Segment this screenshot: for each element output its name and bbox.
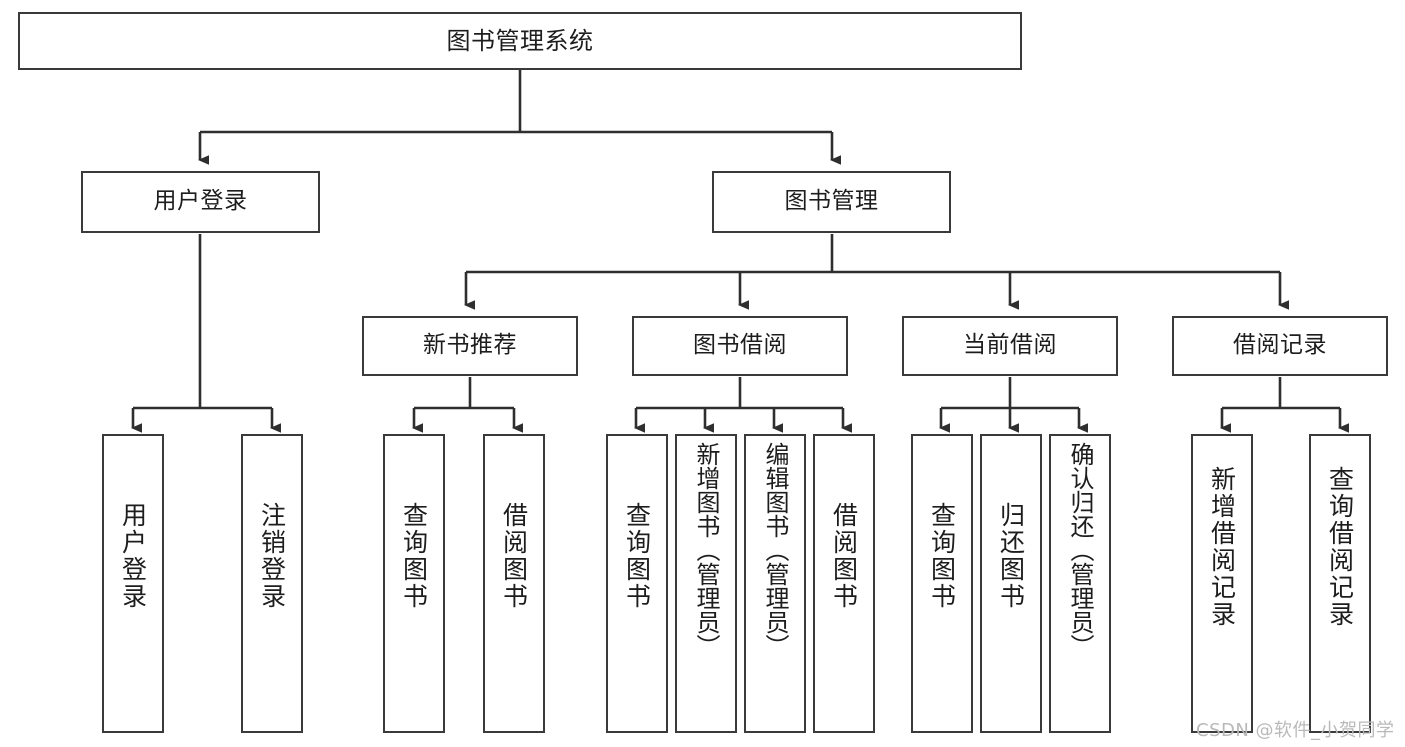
leaf-add-book[interactable]: 新增图书（管理员） [675, 434, 737, 733]
leaf-add-borrow-record[interactable]: 新增借阅记录 [1191, 434, 1253, 733]
node-new-book-recommend[interactable]: 新书推荐 [362, 316, 578, 376]
node-root-book-management-system[interactable]: 图书管理系统 [18, 12, 1022, 70]
node-label: 归还图书 [996, 502, 1026, 610]
node-label: 借阅记录 [1233, 332, 1327, 359]
leaf-logout-login[interactable]: 注销登录 [241, 434, 303, 733]
node-label: 用户登录 [153, 188, 248, 215]
node-label: 新增图书（管理员） [692, 442, 720, 658]
node-label: 图书管理系统 [446, 26, 594, 55]
leaf-query-book-current[interactable]: 查询图书 [911, 434, 973, 733]
node-book-management[interactable]: 图书管理 [712, 171, 951, 233]
node-label: 图书管理 [784, 188, 879, 215]
leaf-query-borrow-record[interactable]: 查询借阅记录 [1309, 434, 1371, 733]
leaf-borrow-book[interactable]: 借阅图书 [813, 434, 875, 733]
leaf-return-book[interactable]: 归还图书 [980, 434, 1042, 733]
node-label: 新书推荐 [423, 332, 517, 359]
node-user-login[interactable]: 用户登录 [81, 171, 320, 233]
node-borrow-record[interactable]: 借阅记录 [1172, 316, 1388, 376]
leaf-edit-book[interactable]: 编辑图书（管理员） [744, 434, 806, 733]
node-label: 查询图书 [927, 502, 957, 610]
node-current-borrow[interactable]: 当前借阅 [902, 316, 1118, 376]
node-label: 借阅图书 [499, 502, 529, 610]
leaf-confirm-return[interactable]: 确认归还（管理员） [1049, 434, 1111, 733]
leaf-borrow-book-recommend[interactable]: 借阅图书 [483, 434, 545, 733]
node-label: 确认归还（管理员） [1066, 442, 1094, 658]
node-label: 查询图书 [399, 502, 429, 610]
node-label: 查询图书 [622, 502, 652, 610]
node-book-borrow[interactable]: 图书借阅 [632, 316, 848, 376]
node-label: 编辑图书（管理员） [761, 442, 789, 658]
node-label: 注销登录 [257, 502, 287, 610]
node-label: 图书借阅 [693, 332, 787, 359]
node-label: 查询借阅记录 [1325, 466, 1355, 628]
node-label: 用户登录 [118, 502, 148, 610]
leaf-user-login[interactable]: 用户登录 [102, 434, 164, 733]
node-label: 当前借阅 [963, 332, 1057, 359]
node-label: 借阅图书 [829, 502, 859, 610]
csdn-watermark: CSDN @软件_小贺同学 [1196, 720, 1395, 741]
node-label: 新增借阅记录 [1207, 466, 1237, 628]
leaf-query-book-recommend[interactable]: 查询图书 [383, 434, 445, 733]
leaf-query-book-borrow[interactable]: 查询图书 [606, 434, 668, 733]
